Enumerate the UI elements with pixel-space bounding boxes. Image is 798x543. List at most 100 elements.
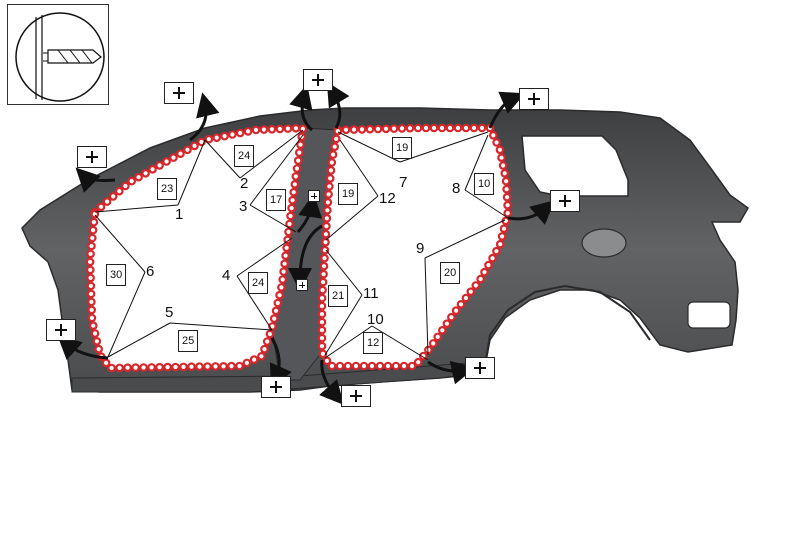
spot-weld (102, 197, 112, 206)
spot-weld (278, 275, 288, 284)
spot-weld (330, 142, 340, 152)
spot-weld (107, 363, 116, 373)
area-number: 10 (367, 311, 384, 328)
spot-weld (343, 361, 353, 371)
spot-weld (87, 241, 96, 251)
spot-weld (349, 125, 359, 134)
spot-weld (285, 219, 294, 229)
spot-weld (421, 123, 431, 133)
spot-weld (89, 321, 98, 331)
spot-weld (324, 190, 333, 199)
plus-marker (550, 190, 580, 212)
spot-weld (488, 131, 498, 140)
spot-weld (317, 309, 327, 319)
spot-weld (405, 123, 415, 133)
spot-weld (155, 161, 164, 170)
quarter-window (521, 135, 629, 197)
spot-weld (317, 317, 327, 327)
plus-marker (303, 69, 333, 91)
spot-weld (322, 214, 332, 223)
spot-weld (147, 363, 156, 372)
spot-weld (322, 356, 332, 366)
spot-weld (453, 123, 463, 133)
area-number: 12 (379, 190, 396, 207)
plus-marker-small (296, 279, 308, 291)
weld-count: 23 (157, 178, 178, 200)
spot-weld (265, 329, 275, 339)
spot-weld (183, 145, 192, 155)
area-number: 1 (175, 206, 184, 223)
spot-weld (341, 125, 351, 135)
spot-weld (89, 217, 99, 227)
spot-weld (96, 202, 106, 212)
spot-weld (317, 301, 327, 311)
spot-weld (351, 361, 361, 371)
spot-weld (383, 361, 393, 371)
plus-marker-small (308, 190, 320, 202)
spot-weld (87, 297, 96, 307)
spot-weld (292, 164, 302, 173)
spot-weld (488, 253, 497, 263)
spot-weld (179, 362, 188, 372)
spot-weld (273, 298, 283, 308)
spot-weld (389, 124, 399, 133)
area-number: 3 (239, 198, 248, 215)
spot-weld (321, 237, 330, 247)
spot-weld (502, 192, 512, 202)
spot-weld (115, 363, 124, 373)
spot-weld (399, 361, 409, 371)
spot-weld (87, 313, 97, 323)
spot-weld (461, 293, 471, 303)
spot-weld (92, 336, 102, 346)
weld-count: 10 (474, 173, 495, 195)
spot-weld (407, 361, 417, 371)
spot-weld (498, 161, 508, 170)
spot-weld (469, 123, 479, 133)
spot-weld (326, 166, 336, 175)
spot-weld (282, 243, 291, 253)
spot-weld (499, 224, 509, 234)
area-number: 9 (416, 240, 425, 257)
weld-count: 12 (363, 332, 384, 354)
spot-weld (327, 158, 337, 167)
spot-weld (359, 361, 369, 371)
spot-weld (492, 138, 501, 147)
weld-count: 19 (392, 137, 413, 159)
spot-weld (321, 229, 331, 239)
spot-weld (323, 198, 333, 207)
spot-weld (86, 249, 95, 259)
spot-weld (325, 182, 334, 191)
weld-count: 30 (106, 264, 127, 286)
spot-weld (259, 125, 269, 134)
spot-weld (87, 305, 97, 315)
spot-weld (495, 239, 505, 249)
spot-weld (279, 267, 288, 276)
spot-weld (293, 156, 303, 165)
spot-weld (447, 312, 456, 322)
area-number: 6 (146, 263, 155, 280)
spot-weld (195, 362, 204, 371)
spot-weld (131, 363, 140, 372)
spot-weld (456, 299, 466, 309)
spot-weld (317, 333, 327, 343)
spot-weld (437, 123, 447, 133)
spot-weld (86, 289, 96, 299)
spot-weld (429, 123, 439, 133)
spot-weld (357, 125, 367, 134)
spot-weld (480, 267, 489, 277)
spot-weld (317, 325, 327, 335)
direction-arrows (57, 81, 556, 405)
spot-weld (123, 363, 132, 373)
spot-weld (86, 265, 95, 275)
spot-weld (251, 125, 261, 135)
spot-weld (397, 124, 407, 133)
spot-weld (503, 200, 512, 210)
weld-count: 20 (440, 262, 461, 284)
spot-weld (497, 232, 507, 241)
spot-weld (290, 180, 300, 189)
spot-weld (284, 227, 293, 237)
spot-weld (90, 209, 100, 219)
spot-weld (127, 176, 137, 186)
spot-weld (328, 150, 338, 159)
